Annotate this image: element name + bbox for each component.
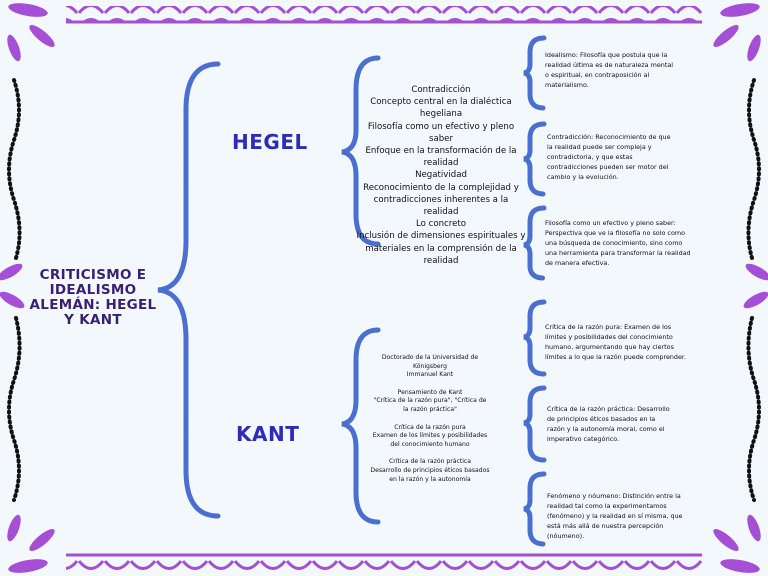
diagram-title: CRITICISMO E IDEALISMO ALEMÁN: HEGEL Y K… <box>29 267 157 328</box>
note-contradiccion: Contradicción: Reconocimiento de que la … <box>547 133 671 181</box>
hegel-item: Inclusión de dimensiones espirituales y … <box>356 231 526 266</box>
note-filosofia: Filosofía como un efectivo y pleno saber… <box>545 219 691 267</box>
kant-line: Desarrollo de principios éticos basados … <box>370 466 490 483</box>
corner-petals-bottom-right <box>713 514 761 573</box>
hegel-item: Filosofía como un efectivo y pleno saber <box>367 121 515 144</box>
kant-brace <box>341 327 381 525</box>
kant-line: Doctorado de la Universidad de Königsber… <box>381 354 479 370</box>
corner-petals-top-right <box>713 3 761 62</box>
hegel-item: Reconocimiento de la complejidad y contr… <box>363 182 519 218</box>
main-brace <box>157 61 221 519</box>
kant-block: Pensamiento de Kant "Crítica de la razón… <box>370 389 490 415</box>
hegel-items: Contradicción Concepto central en la dia… <box>356 84 526 267</box>
side-petals-right <box>743 263 768 309</box>
kant-line: Crítica de la razón pura <box>394 423 466 431</box>
corner-petals-bottom-left <box>7 514 55 573</box>
note-brace-3 <box>523 205 547 281</box>
hegel-item: Negatividad <box>415 170 467 181</box>
kant-line: "Crítica de la razón pura", "Crítica de … <box>373 397 487 413</box>
note-brace-6 <box>523 471 547 547</box>
note-brace-4 <box>523 299 547 377</box>
bottom-border <box>66 555 702 571</box>
hegel-heading: HEGEL <box>232 130 308 154</box>
kant-line: Immanuel Kant <box>406 371 454 379</box>
note-razon-practica: Crítica de la razón práctica: Desarrollo… <box>547 405 670 443</box>
note-brace-2 <box>523 121 547 197</box>
kant-line: Pensamiento de Kant <box>397 388 463 396</box>
note-razon-pura: Crítica de la razón pura: Examen de los … <box>545 323 686 361</box>
kant-line: Examen de los límites y posibilidades de… <box>372 432 488 448</box>
kant-block: Crítica de la razón práctica Desarrollo … <box>370 458 490 484</box>
kant-heading: KANT <box>236 422 300 446</box>
hegel-item: Contradicción <box>411 85 471 95</box>
kant-line: Crítica de la razón práctica <box>388 458 472 466</box>
note-brace-1 <box>523 35 547 111</box>
note-brace-5 <box>523 385 547 463</box>
dotted-side-lines <box>7 78 761 502</box>
top-border <box>66 6 702 22</box>
hegel-brace <box>341 55 381 247</box>
hegel-item: Concepto central en la dialéctica hegeli… <box>370 97 512 120</box>
corner-petals-top-left <box>7 3 55 62</box>
side-petals-left <box>0 263 25 309</box>
note-fenomeno: Fenómeno y nóumeno: Distinción entre la … <box>547 492 683 540</box>
kant-block: Doctorado de la Universidad de Königsber… <box>370 354 490 380</box>
kant-block: Crítica de la razón pura Examen de los l… <box>370 424 490 450</box>
kant-items: Doctorado de la Universidad de Königsber… <box>370 354 490 493</box>
hegel-item: Lo concreto <box>415 219 467 230</box>
hegel-item: Enfoque en la transformación de la reali… <box>365 146 517 169</box>
note-idealismo: Idealismo: Filosofía que postula que la … <box>545 51 674 89</box>
